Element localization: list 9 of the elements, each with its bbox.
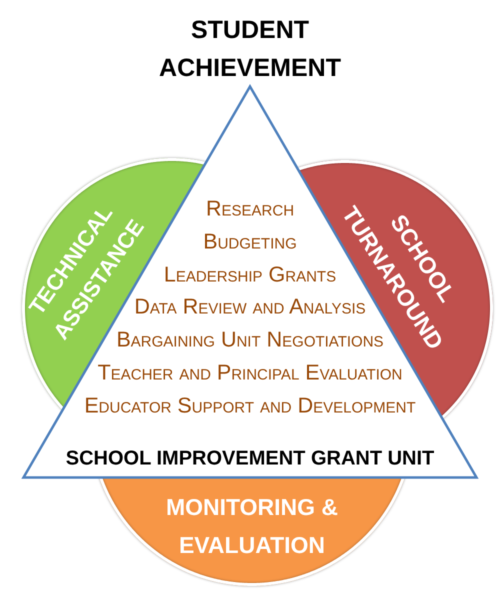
focus-area-segment [99,477,405,586]
service-item: Teacher and Principal Evaluation [98,360,402,386]
area-label: MONITORING & EVALUATION [165,493,339,560]
service-item: Budgeting [203,229,297,254]
diagram-title: STUDENT ACHIEVEMENT [159,15,341,84]
service-item: Leadership Grants [164,262,336,287]
service-item: Educator Support and Development [84,393,416,418]
unit-title: SCHOOL IMPROVEMENT GRANT UNIT [66,448,434,470]
service-item: Research [206,196,294,222]
